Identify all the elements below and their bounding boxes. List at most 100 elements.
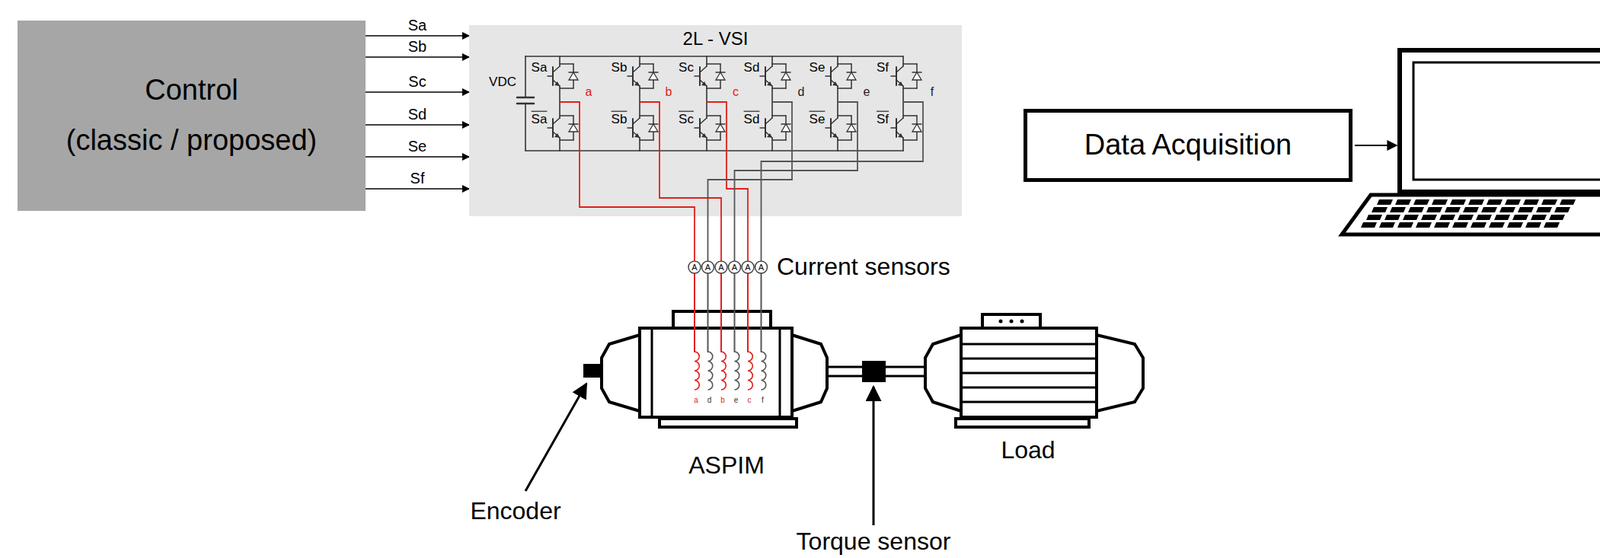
igbt-emitter: [632, 79, 640, 87]
diode-bar: [715, 71, 725, 74]
load-label: Load: [1000, 437, 1055, 464]
acquisition-box: Data Acquisition: [1023, 108, 1353, 183]
phase-wire: [706, 102, 748, 262]
igbt-arrow: [634, 81, 640, 87]
laptop-key: [1494, 214, 1511, 221]
diode-lead: [903, 114, 917, 117]
winding-label: e: [734, 396, 739, 405]
current-sensor-symbol: [715, 261, 728, 274]
load-terminal-box: [982, 314, 1041, 329]
diode-symbol: [781, 72, 791, 80]
diode-symbol: [912, 124, 922, 132]
laptop-key: [1517, 207, 1534, 213]
winding-label: f: [761, 396, 764, 405]
sensor-symbol-label: A: [744, 262, 751, 272]
igbt-emitter: [896, 131, 904, 138]
switch-label: Sf: [876, 60, 889, 76]
phase-label: a: [585, 85, 593, 100]
igbt-collector: [552, 66, 560, 73]
igbt-gate: [627, 127, 633, 129]
igbt-gate: [891, 127, 897, 129]
current-sensor-symbol: [728, 261, 741, 274]
laptop-key: [1470, 222, 1487, 228]
igbt-collector: [765, 118, 773, 125]
igbt-gate: [891, 75, 897, 77]
igbt-body: [632, 118, 634, 138]
diode-lead: [837, 114, 852, 117]
load-body: [961, 328, 1097, 418]
diode-lead: [772, 87, 786, 90]
laptop-key: [1397, 222, 1414, 228]
igbt-arrow: [897, 81, 904, 87]
igbt-gate: [694, 127, 700, 129]
igbt-emitter: [765, 79, 773, 87]
motor-band: [651, 328, 654, 418]
igbt-gate: [825, 127, 831, 129]
signal-label: Sd: [408, 105, 427, 123]
igbt-emitter: [765, 131, 773, 138]
leg-wire: [558, 56, 561, 67]
winding-label: b: [720, 396, 725, 405]
diode-bar: [912, 123, 922, 125]
laptop-display: [1413, 62, 1600, 180]
laptop-key: [1548, 214, 1565, 221]
igbt-gate: [627, 75, 633, 77]
switch-label: Se: [809, 60, 826, 76]
laptop-key: [1481, 207, 1498, 213]
igbt-emitter: [552, 131, 560, 138]
capacitor-plate: [517, 102, 534, 106]
switch-label: Se: [809, 112, 826, 128]
diode-bar: [781, 71, 791, 74]
igbt-emitter: [632, 131, 640, 138]
switch-label: Sd: [744, 112, 761, 128]
cooling-fin: [961, 372, 1097, 375]
igbt-body: [764, 67, 767, 86]
phase-wire: [734, 102, 859, 262]
laptop-key: [1512, 214, 1529, 221]
laptop-key: [1486, 199, 1503, 205]
igbt-gate: [825, 75, 831, 77]
diode-lead: [706, 139, 721, 141]
dc-rail: [524, 56, 527, 98]
switch-label: Sb: [611, 112, 628, 128]
winding-coil: [761, 351, 767, 390]
signal-arrow: [365, 91, 470, 93]
motor-end-cap: [601, 335, 640, 412]
igbt-collector: [896, 66, 904, 73]
diode-symbol: [568, 124, 579, 132]
igbt-arrow: [701, 133, 707, 138]
igbt-arrow: [766, 81, 773, 87]
diode-lead: [639, 114, 654, 117]
node-text: (classic / proposed): [66, 123, 317, 159]
diode-symbol: [648, 72, 658, 80]
signal-label: Sa: [408, 16, 427, 34]
node-text: Data Acquisition: [1084, 127, 1293, 163]
diode-lead: [837, 87, 852, 90]
torque-sensor-symbol: [862, 360, 886, 383]
signal-label: Sc: [408, 73, 426, 90]
switch-label: Sa: [531, 112, 548, 128]
motor-band: [779, 328, 782, 418]
laptop-key: [1449, 199, 1466, 205]
igbt-arrow: [897, 133, 904, 138]
dc-rail: [525, 150, 904, 152]
laptop-key: [1415, 222, 1432, 228]
diode-lead: [837, 63, 852, 65]
diode-lead: [559, 114, 574, 117]
laptop-key: [1439, 214, 1456, 221]
igbt-arrow: [554, 81, 560, 87]
signal-arrow: [365, 35, 470, 37]
diode-symbol: [648, 124, 658, 132]
diode-bar: [846, 123, 856, 125]
load-end-cap: [925, 335, 962, 412]
diode-lead: [903, 87, 917, 90]
machines: [583, 311, 1144, 428]
motor-label: ASPIM: [688, 452, 765, 480]
motor-lead: [720, 273, 722, 352]
diode-symbol: [715, 72, 725, 80]
sensor-symbol-label: A: [691, 262, 697, 272]
phase-label: d: [798, 85, 805, 100]
winding-coil: [721, 351, 726, 390]
terminal-dot: [999, 319, 1003, 324]
